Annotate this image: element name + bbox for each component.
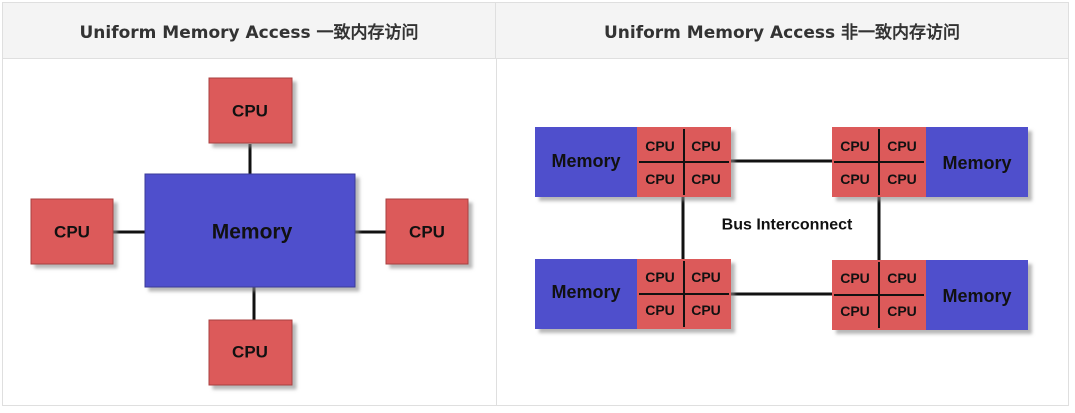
numa-cpu-label: CPU: [691, 138, 721, 154]
numa-memory-box: [535, 127, 637, 197]
numa-cpu-label: CPU: [645, 171, 675, 187]
numa-cpu-label: CPU: [691, 269, 721, 285]
uma-memory-box: [144, 173, 356, 288]
numa-memory-label: Memory: [551, 282, 620, 302]
numa-cpu-label: CPU: [840, 270, 870, 286]
numa-diagram: Bus Interconnect Memory CPU CPU CPU CPU …: [535, 127, 1028, 330]
numa-cpu-label: CPU: [887, 171, 917, 187]
numa-cpu-label: CPU: [645, 302, 675, 318]
numa-memory-box: [926, 260, 1028, 330]
uma-memory-label: Memory: [212, 221, 293, 244]
numa-cpu-label: CPU: [645, 138, 675, 154]
numa-cpu-label: CPU: [691, 302, 721, 318]
numa-cpu-label: CPU: [840, 171, 870, 187]
uma-cpu-left: [30, 198, 114, 265]
column-divider: [496, 59, 497, 405]
comparison-table: Uniform Memory Access 一致内存访问 Uniform Mem…: [2, 2, 1069, 406]
uma-diagram: Memory CPU CPU CPU CPU: [30, 77, 469, 386]
numa-memory-label: Memory: [942, 153, 1011, 173]
numa-cpu-label: CPU: [840, 303, 870, 319]
numa-cpu-label: CPU: [691, 171, 721, 187]
uma-cpu-right: [385, 198, 469, 265]
numa-memory-label: Memory: [551, 151, 620, 171]
numa-cpu-label: CPU: [645, 269, 675, 285]
numa-cpu-label: CPU: [887, 303, 917, 319]
numa-cpu-label: CPU: [887, 270, 917, 286]
uma-cpu-bottom: [208, 319, 293, 386]
numa-cpu-label: CPU: [840, 138, 870, 154]
uma-cpu-top: [208, 77, 293, 144]
uma-cpu-top-label: CPU: [232, 102, 268, 121]
numa-cpu-label: CPU: [887, 138, 917, 154]
uma-cpu-bottom-label: CPU: [232, 343, 268, 362]
uma-cpu-left-label: CPU: [54, 223, 90, 242]
numa-memory-box: [535, 259, 637, 329]
numa-memory-box: [926, 127, 1028, 197]
numa-memory-label: Memory: [942, 286, 1011, 306]
bus-interconnect-label: Bus Interconnect: [722, 217, 853, 234]
numa-header: Uniform Memory Access 非一致内存访问: [496, 3, 1068, 59]
uma-header: Uniform Memory Access 一致内存访问: [3, 3, 496, 59]
uma-cpu-right-label: CPU: [409, 223, 445, 242]
